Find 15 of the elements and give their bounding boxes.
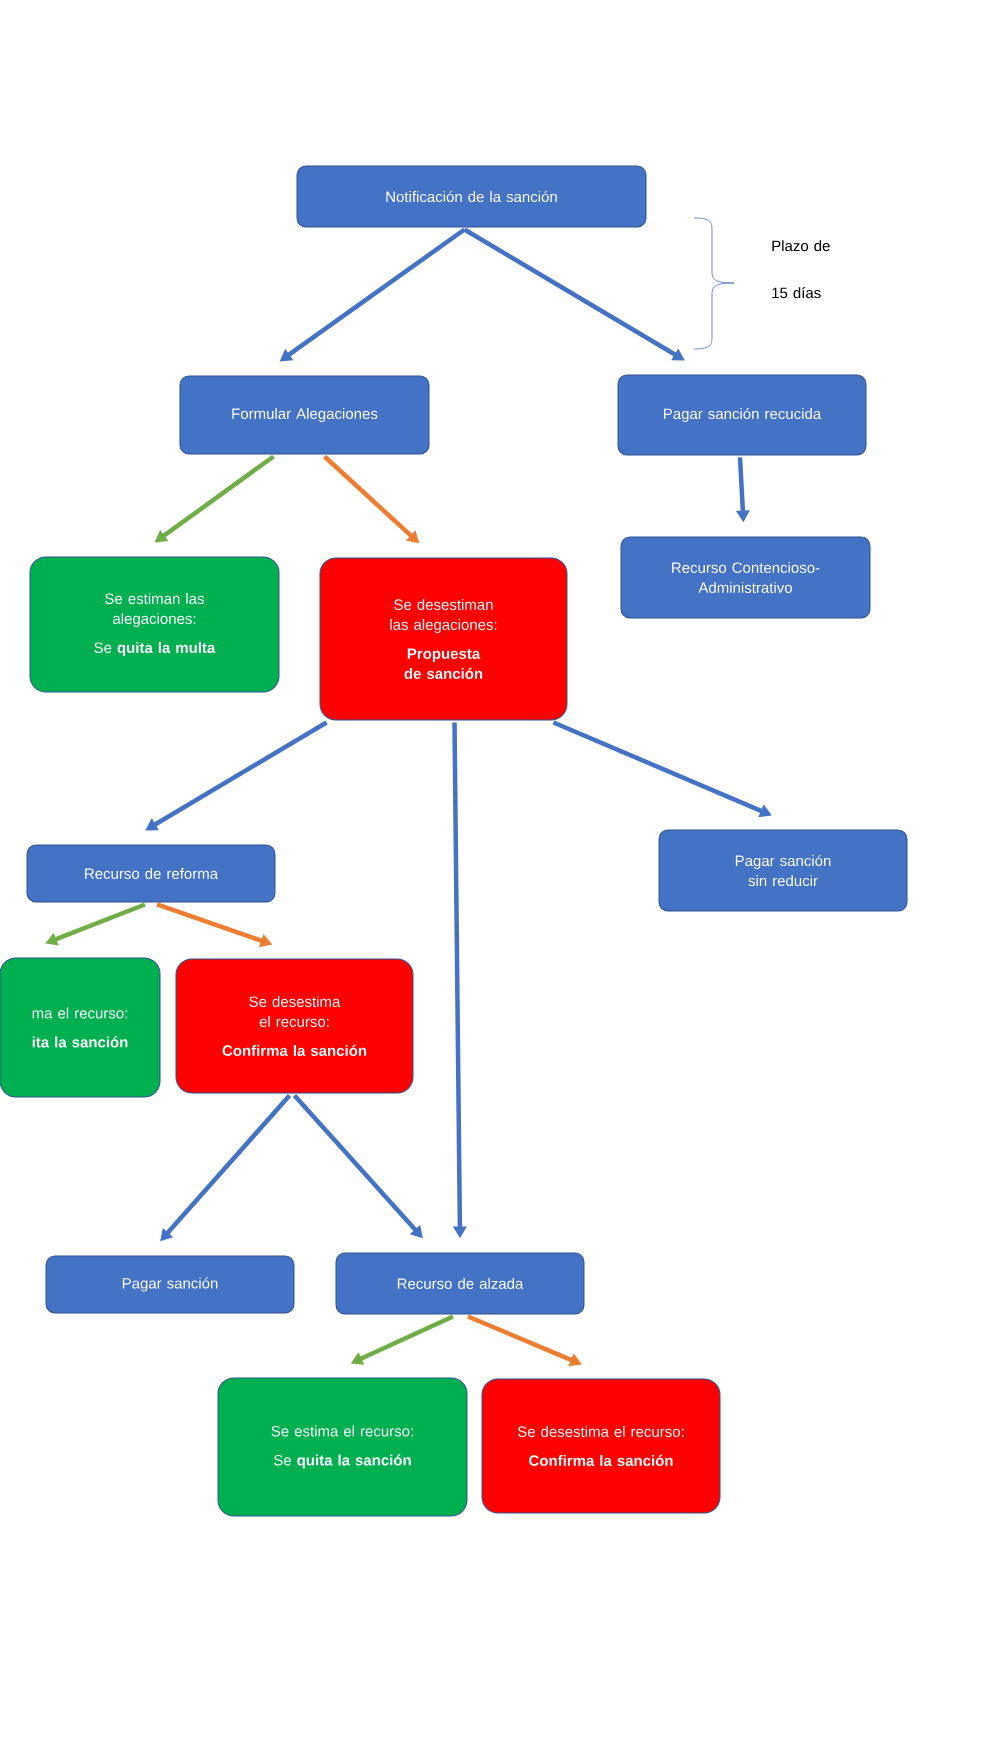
accepted-box: Se estiman las alegaciones: Se quita la multa (29, 556, 280, 693)
rejected-box: Se desestima el recurso: Confirma la sanción (481, 1378, 721, 1514)
process-box: Recurso de alzada (335, 1252, 585, 1315)
process-box: Pagar sanción recucida (617, 374, 867, 456)
process-box: Recurso Contencioso-Administrativo (620, 536, 871, 619)
accepted-box: Se estima el recurso: Se quita la sanción (217, 1377, 468, 1517)
process-box: Pagar sanción sin reducir (658, 829, 908, 912)
process-box: Notificación de la sanción (296, 165, 647, 228)
note-text: Plazo de 15 días (772, 240, 830, 299)
rejected-box: Se desestiman las alegaciones: Propuesta de sanción (319, 557, 568, 721)
process-box: Pagar sanción (45, 1255, 295, 1314)
process-box: Recurso de reforma (26, 844, 276, 903)
rejected-box: Se desestima el recurso: Confirma la sanción (175, 958, 414, 1094)
accepted-box: ma el recurso: ita la sanción (0, 957, 161, 1098)
process-box: Formular Alegaciones (179, 375, 430, 455)
